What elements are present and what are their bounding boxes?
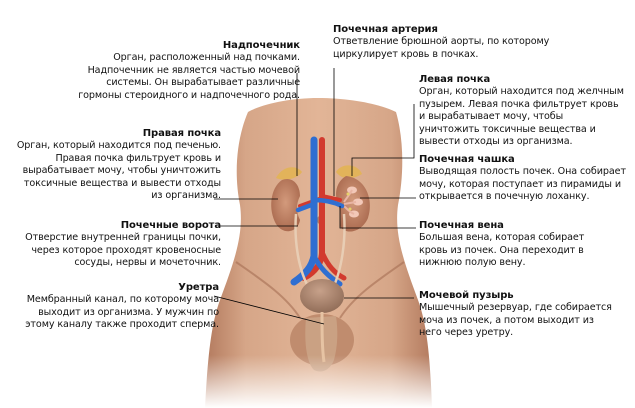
label-bladder-text: Мышечный резервуар, где собирается моча … [419, 302, 612, 339]
label-urethra-title: Уретра [178, 282, 219, 293]
label-renal-artery-title: Почечная артерия [333, 24, 438, 35]
label-bladder: Мочевой пузырь Мышечный резервуар, где с… [419, 290, 631, 340]
label-renal-hilum-text: Отверстие внутренней границы почки, чере… [25, 232, 221, 269]
right-kidney [271, 178, 300, 232]
label-adrenal-text: Орган, расположенный над почками. Надпоч… [78, 52, 300, 101]
groin-crease-right [339, 261, 405, 319]
label-left-kidney-text: Орган, который находится под желчным пуз… [419, 86, 624, 148]
label-left-kidney: Левая почка Орган, который находится под… [419, 74, 631, 148]
label-renal-vein: Почечная вена Большая вена, которая соби… [419, 220, 631, 270]
label-renal-artery-text: Ответвление брюшной аорты, по которому ц… [333, 36, 550, 60]
label-urethra: Уретра Мембранный канал, по которому моч… [5, 282, 219, 332]
left-renal-artery [320, 194, 342, 202]
groin-crease-left [235, 261, 301, 319]
left-adrenal-gland [336, 165, 362, 179]
label-right-kidney-title: Правая почка [142, 128, 221, 139]
label-urethra-text: Мембранный канал, по которому моча выход… [25, 294, 219, 331]
aorta-branch-left [319, 249, 347, 281]
urethra [320, 311, 326, 363]
label-left-kidney-title: Левая почка [419, 74, 491, 85]
label-renal-hilum-title: Почечные ворота [120, 220, 221, 231]
leader-renal-vein [339, 206, 416, 229]
label-renal-vein-text: Большая вена, которая собирает кровь из … [419, 232, 585, 269]
left-kidney-calyces [343, 186, 363, 218]
label-renal-calyx-text: Выводящая полость почек. Она собирает мо… [419, 166, 626, 203]
label-adrenal-title: Надпочечник [222, 40, 300, 51]
label-adrenal: Надпочечник Орган, расположенный над поч… [60, 40, 300, 102]
label-right-kidney-text: Орган, который находится под печенью. Пр… [16, 140, 221, 202]
right-adrenal-gland [276, 167, 302, 180]
label-renal-calyx: Почечная чашка Выводящая полость почек. … [419, 154, 631, 204]
label-renal-hilum: Почечные ворота Отверстие внутренней гра… [5, 220, 221, 270]
leader-urethra [213, 295, 325, 325]
right-renal-vein [295, 201, 317, 213]
label-renal-vein-title: Почечная вена [419, 220, 504, 231]
leader-lines [213, 68, 416, 325]
label-right-kidney: Правая почка Орган, который находится по… [5, 128, 221, 202]
bottom-fade [180, 355, 460, 408]
bladder [300, 279, 344, 313]
left-renal-vein [311, 197, 345, 209]
leader-left-kidney [351, 104, 415, 176]
label-bladder-title: Мочевой пузырь [419, 290, 514, 301]
torso [205, 98, 432, 408]
label-renal-calyx-title: Почечная чашка [419, 154, 515, 165]
label-renal-artery: Почечная артерия Ответвление брюшной аор… [333, 24, 573, 61]
vena-cava-branch-left [311, 253, 343, 287]
